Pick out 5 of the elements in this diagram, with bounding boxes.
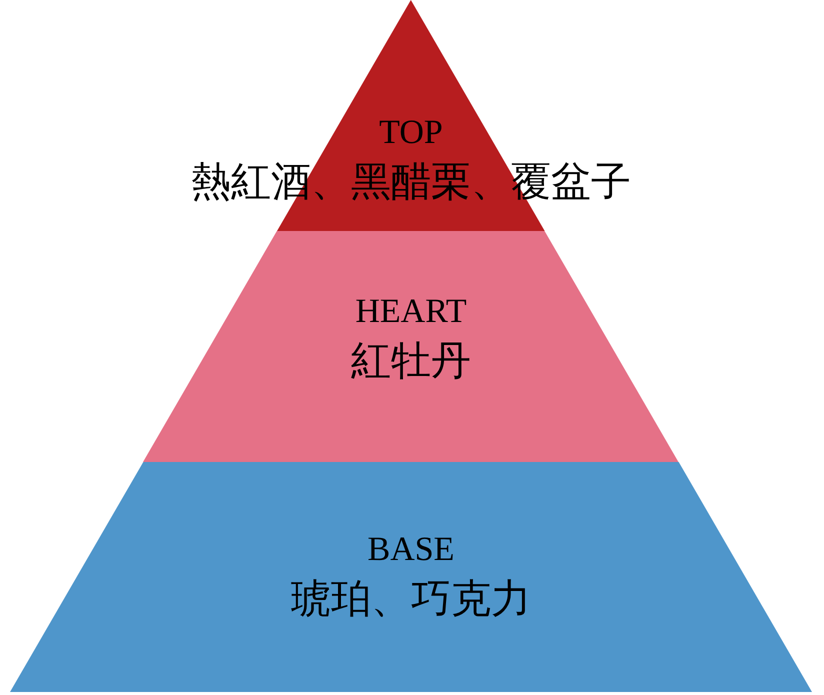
tier-title: HEART	[355, 295, 467, 329]
tier-notes: 琥珀、巧克力	[291, 579, 531, 619]
tier-title: TOP	[379, 116, 443, 150]
tier-title: BASE	[368, 533, 454, 567]
tier-notes: 紅牡丹	[350, 341, 471, 381]
